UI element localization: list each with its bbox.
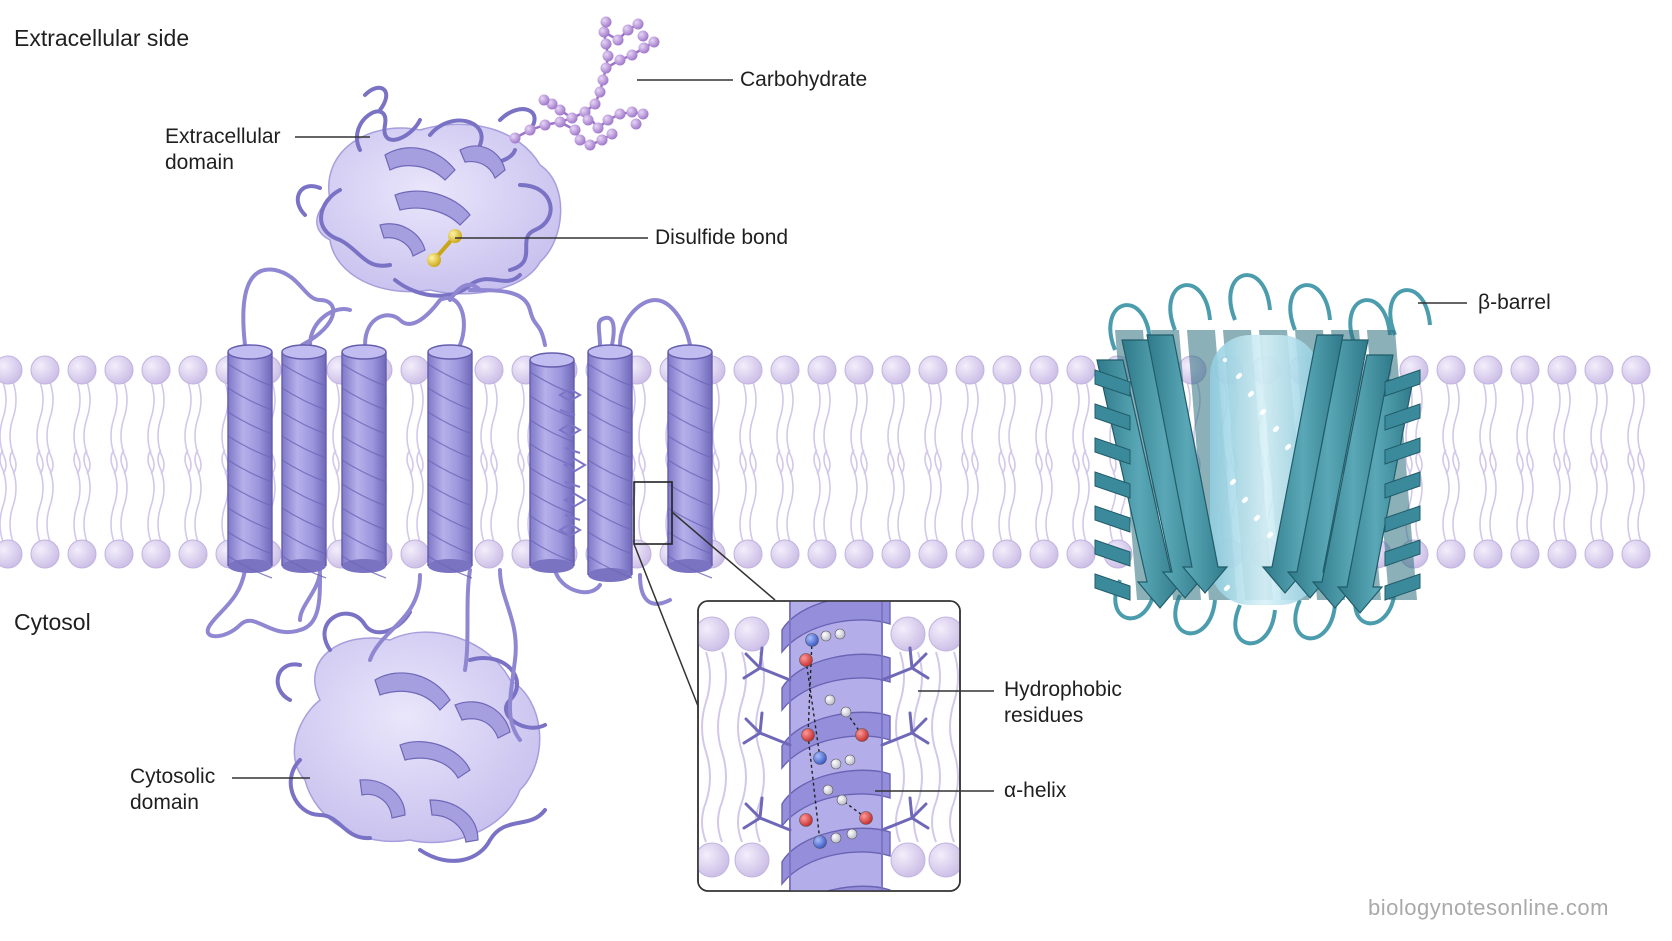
carbohydrate-chain — [509, 16, 660, 151]
beta-barrel-protein — [1094, 273, 1432, 646]
beta-barrel-label: β-barrel — [1478, 291, 1551, 314]
extracellular-domain-label-line2: domain — [165, 151, 234, 174]
cytosol-label: Cytosol — [14, 609, 91, 635]
connecting-loops — [205, 267, 692, 742]
cytosolic-domain-label-line2: domain — [130, 791, 199, 814]
transmembrane-helices — [227, 344, 713, 582]
extracellular-domain — [295, 85, 562, 298]
zoom-indicator — [633, 481, 776, 707]
carbohydrate-label: Carbohydrate — [740, 68, 868, 91]
alpha-helix-label: α-helix — [1004, 779, 1067, 802]
leader-lines — [232, 79, 1467, 792]
cytosolic-domain — [275, 610, 547, 863]
disulfide-bond-label: Disulfide bond — [655, 226, 789, 249]
interhelix-contacts — [558, 387, 587, 538]
watermark: biologynotesonline.com — [1368, 895, 1609, 920]
disulfide-bond-atoms — [427, 229, 462, 267]
hydrophobic-residues-label-line1: Hydrophobic — [1004, 678, 1122, 701]
cytosolic-domain-label-line1: Cytosolic — [130, 765, 216, 788]
extracellular-domain-label-line1: Extracellular — [165, 125, 281, 148]
alpha-helix-inset — [697, 600, 961, 892]
hydrophobic-residues-label-line2: residues — [1004, 704, 1084, 727]
extracellular-side-label: Extracellular side — [14, 25, 190, 51]
